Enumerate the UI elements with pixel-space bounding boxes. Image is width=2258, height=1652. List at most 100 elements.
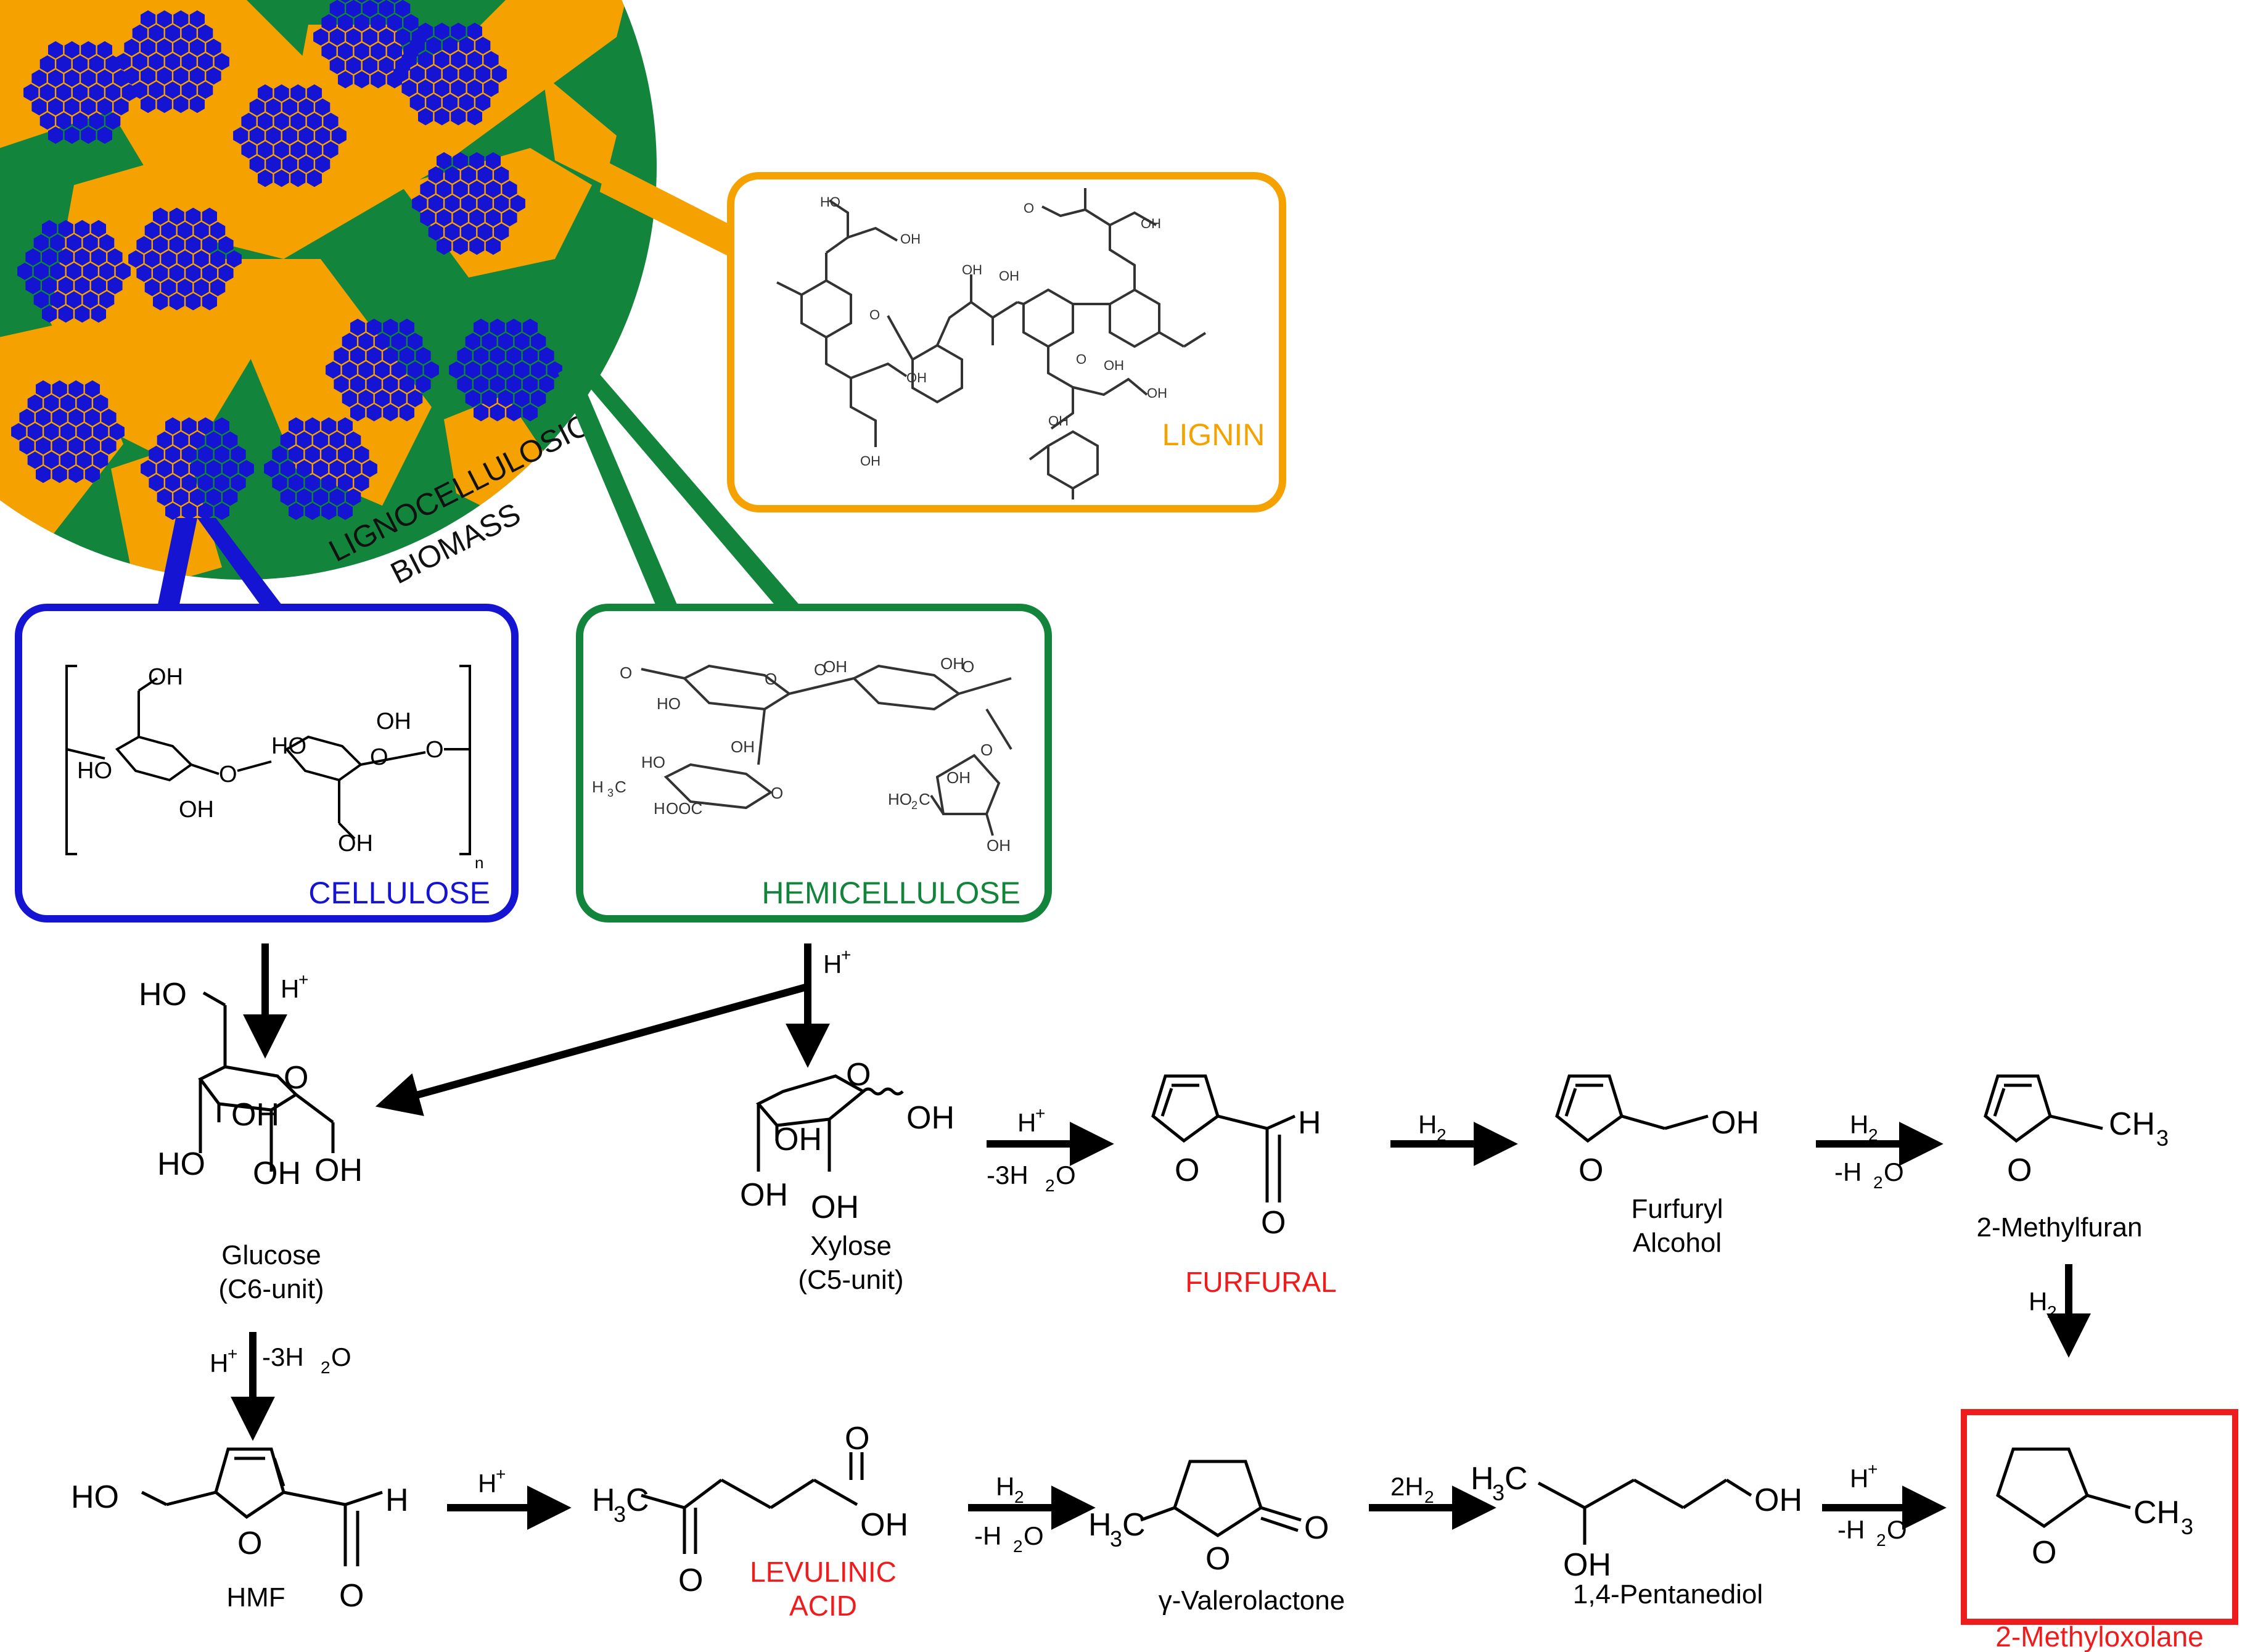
fibril-hex — [42, 305, 57, 323]
fibril-hex — [36, 437, 51, 455]
fibril-hex — [249, 155, 265, 173]
fibril-hex — [258, 84, 273, 102]
svg-text:OH: OH — [1711, 1105, 1759, 1141]
fibril-hex — [475, 65, 491, 83]
fibril-hex — [342, 390, 357, 408]
fibril-hex — [189, 67, 205, 85]
fibril-hex — [467, 22, 482, 40]
svg-text:+: + — [1035, 1104, 1045, 1123]
fibril-hex — [60, 423, 76, 440]
fibril-hex — [469, 180, 485, 198]
fibril-hex — [181, 474, 197, 492]
fibril-hex — [181, 503, 197, 520]
fibril-hex — [149, 474, 164, 492]
fibril-hex — [346, 0, 361, 17]
svg-text:O: O — [339, 1578, 364, 1614]
fibril-hex — [149, 81, 164, 99]
svg-text:H: H — [281, 974, 299, 1003]
svg-text:HO: HO — [641, 753, 665, 771]
svg-text:+: + — [841, 945, 851, 964]
fibril-hex — [19, 437, 35, 455]
fibril-hex — [379, 57, 394, 75]
fibril-hex — [258, 112, 273, 130]
svg-text:2: 2 — [1876, 1531, 1886, 1550]
cellulose-structure — [65, 665, 471, 855]
fibril-hex — [169, 207, 184, 225]
fibril-hex — [354, 14, 369, 31]
fibril-hex — [72, 84, 88, 101]
fibril-hex — [379, 28, 394, 46]
fibril-hex — [161, 279, 176, 297]
fibril-hex — [506, 347, 522, 364]
svg-text:2: 2 — [1873, 1173, 1883, 1192]
fibril-hex — [75, 248, 90, 266]
fibril-hex — [315, 127, 330, 144]
svg-text:O: O — [2032, 1535, 2056, 1571]
fibril-hex — [306, 141, 322, 159]
fibril-hex — [181, 81, 197, 99]
hemicellulose-box — [576, 604, 1052, 923]
fibril-hex — [169, 293, 184, 311]
fibril-hex — [408, 332, 423, 350]
fibril-hex — [494, 166, 509, 184]
fibril-hex — [186, 265, 201, 282]
svg-text:H: H — [1471, 1461, 1494, 1497]
fibril-hex — [218, 265, 234, 282]
svg-text:3: 3 — [1492, 1480, 1505, 1505]
fibril-hex — [387, 43, 402, 60]
fibril-hex — [514, 390, 530, 408]
svg-text:C: C — [919, 790, 930, 808]
fibril-hex — [331, 127, 347, 144]
pentanediol-structure — [1537, 1478, 1752, 1545]
fibril-hex — [459, 65, 474, 83]
fibril-hex — [289, 474, 304, 492]
hemicellulose-structure — [641, 664, 1012, 836]
fibril-hex — [132, 24, 147, 42]
svg-text:OH: OH — [946, 768, 971, 787]
fibril-hex — [42, 277, 57, 295]
fibril-hex — [391, 390, 406, 408]
fibril-hex — [31, 69, 47, 87]
fibril-hex — [354, 474, 369, 492]
svg-text:3: 3 — [2181, 1514, 2193, 1539]
fibril-hex — [371, 43, 386, 60]
fibril-hex — [354, 71, 369, 89]
fibril-hex — [329, 488, 345, 506]
fibril-hex — [485, 209, 501, 227]
fibril-hex — [58, 220, 73, 237]
fibril-hex — [27, 451, 43, 469]
fibril-hex — [27, 394, 43, 412]
fibril-hex — [514, 332, 530, 350]
fibril-hex — [399, 376, 414, 393]
svg-text:O: O — [219, 762, 237, 787]
fibril-hex — [66, 234, 82, 252]
methyloxolane-structure — [1996, 1447, 2131, 1529]
fibril-hex — [391, 332, 406, 350]
fibril-hex — [202, 293, 217, 311]
fibril-hex — [223, 488, 238, 506]
fibril-hex — [321, 417, 337, 435]
fibril-hex — [136, 265, 152, 282]
fibril-hex — [91, 220, 106, 237]
fibril-hex — [177, 250, 193, 268]
fibril-hex — [474, 404, 489, 422]
fibril-hex — [198, 81, 213, 99]
fibril-hex — [64, 126, 80, 144]
fibril-hex — [153, 207, 168, 225]
fibril-hex — [289, 503, 304, 520]
fibril-hex — [475, 94, 491, 112]
fibril-hex — [346, 488, 361, 506]
svg-text:O: O — [331, 1342, 351, 1371]
fibril-hex — [48, 126, 64, 144]
fibril-hex — [337, 474, 353, 492]
fibril-hex — [101, 408, 117, 426]
compound-names: Glucose (C6-unit) Xylose (C5-unit) FURFU… — [218, 1194, 2203, 1652]
fibril-hex — [329, 460, 345, 477]
fibril-hex — [474, 376, 489, 393]
fibril-hex — [337, 503, 353, 520]
fibril-hex — [266, 155, 281, 173]
fibril-hex — [420, 209, 435, 227]
fibril-hex — [141, 460, 156, 477]
fibril-hex — [350, 347, 366, 364]
fibril-hex — [451, 51, 466, 68]
